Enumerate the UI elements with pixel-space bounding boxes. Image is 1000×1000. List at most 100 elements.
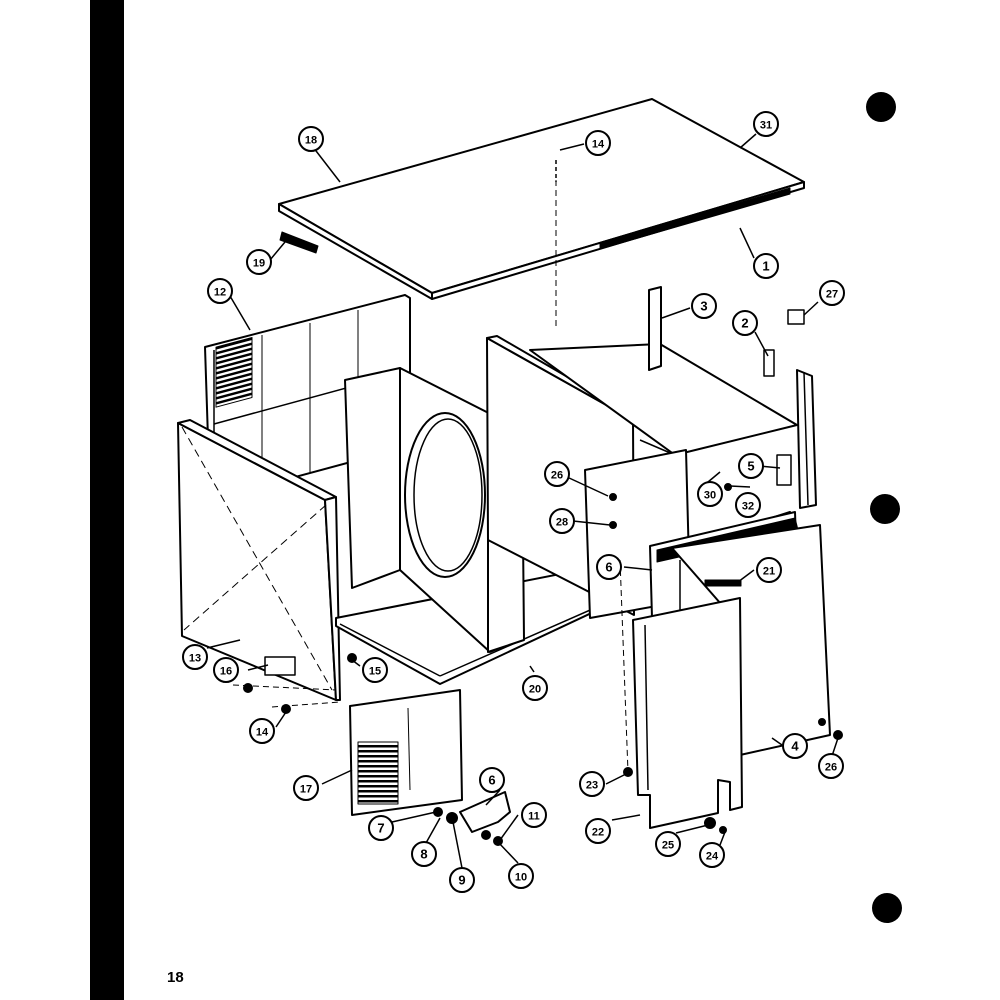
callout-26: 26: [818, 753, 844, 779]
callout-12: 12: [207, 278, 233, 304]
binder-hole-top: [866, 92, 896, 122]
callout-23: 23: [579, 771, 605, 797]
callout-18: 18: [298, 126, 324, 152]
callout-number: 10: [515, 872, 527, 884]
callout-number: 2: [741, 316, 748, 331]
callout-number: 11: [528, 811, 540, 823]
callout-circle: [213, 657, 239, 683]
callout-number: 8: [420, 847, 427, 862]
callout-number: 3: [700, 299, 707, 314]
callout-circle: [585, 818, 611, 844]
callout-number: 26: [825, 762, 837, 774]
callout-28: 28: [549, 508, 575, 534]
callout-number: 21: [763, 566, 775, 578]
callout-circle: [756, 557, 782, 583]
callout-circle: [738, 453, 764, 479]
callout-number: 16: [220, 666, 232, 678]
rear-right-posts: [648, 286, 817, 509]
front-lower-panel: [632, 597, 743, 829]
callout-number: 27: [826, 289, 838, 301]
callout-number: 1: [762, 259, 769, 274]
callout-number: 5: [747, 459, 754, 474]
assembly-lines: [232, 180, 629, 773]
callout-circle: [819, 280, 845, 306]
callout-circle: [246, 249, 272, 275]
left-side-panel: [177, 419, 341, 701]
callout-circle: [818, 753, 844, 779]
callout-circle: [753, 253, 779, 279]
callout-15: 15: [362, 657, 388, 683]
front-grille: [349, 689, 463, 816]
callout-circle: [579, 771, 605, 797]
callout-number: 6: [605, 560, 612, 575]
callout-number: 22: [592, 827, 604, 839]
callout-31: 31: [753, 111, 779, 137]
callout-circle: [544, 461, 570, 487]
callout-11: 11: [521, 802, 547, 828]
callout-number: 9: [458, 873, 465, 888]
callout-number: 7: [377, 821, 384, 836]
callout-circle: [508, 863, 534, 889]
callout-17: 17: [293, 775, 319, 801]
callout-22: 22: [585, 818, 611, 844]
callout-circle: [207, 278, 233, 304]
callout-circle: [521, 802, 547, 828]
callout-number: 28: [556, 517, 568, 529]
callout-circle: [182, 644, 208, 670]
callout-circle: [362, 657, 388, 683]
callout-circle: [697, 481, 723, 507]
callout-circle: [479, 767, 505, 793]
callout-circle: [249, 718, 275, 744]
callout-16: 16: [213, 657, 239, 683]
callout-circle: [549, 508, 575, 534]
callout-2: 2: [732, 310, 758, 336]
scan-edge-bar: [90, 0, 124, 1000]
control-bracket: [459, 791, 511, 833]
callout-27: 27: [819, 280, 845, 306]
binder-hole-middle: [870, 494, 900, 524]
callout-circle: [368, 815, 394, 841]
callout-circle: [753, 111, 779, 137]
binder-hole-bottom: [872, 893, 902, 923]
callout-6: 6: [596, 554, 622, 580]
callout-6: 6: [479, 767, 505, 793]
callout-number: 17: [300, 784, 312, 796]
callout-number: 18: [305, 135, 317, 147]
callout-circle: [735, 492, 761, 518]
callout-5: 5: [738, 453, 764, 479]
callout-9: 9: [449, 867, 475, 893]
top-cover-panel: [278, 98, 805, 300]
callout-number: 12: [214, 287, 226, 299]
callout-number: 6: [488, 773, 495, 788]
callout-14: 14: [249, 718, 275, 744]
callout-circle: [585, 130, 611, 156]
callout-4: 4: [782, 733, 808, 759]
callout-26: 26: [544, 461, 570, 487]
callout-number: 32: [742, 501, 754, 513]
callout-number: 26: [551, 470, 563, 482]
callout-circle: [655, 831, 681, 857]
callout-circle: [298, 126, 324, 152]
callout-circle: [411, 841, 437, 867]
callout-7: 7: [368, 815, 394, 841]
callout-24: 24: [699, 842, 725, 868]
callout-number: 14: [592, 139, 605, 151]
callout-30: 30: [697, 481, 723, 507]
callout-21: 21: [756, 557, 782, 583]
callout-number: 31: [760, 120, 772, 132]
callout-3: 3: [691, 293, 717, 319]
callout-number: 15: [369, 666, 381, 678]
callout-8: 8: [411, 841, 437, 867]
callout-10: 10: [508, 863, 534, 889]
callout-14: 14: [585, 130, 611, 156]
callout-32: 32: [735, 492, 761, 518]
callout-number: 24: [706, 851, 719, 863]
callout-19: 19: [246, 249, 272, 275]
callout-circle: [782, 733, 808, 759]
callout-circle: [596, 554, 622, 580]
callout-20: 20: [522, 675, 548, 701]
callout-number: 13: [189, 653, 201, 665]
